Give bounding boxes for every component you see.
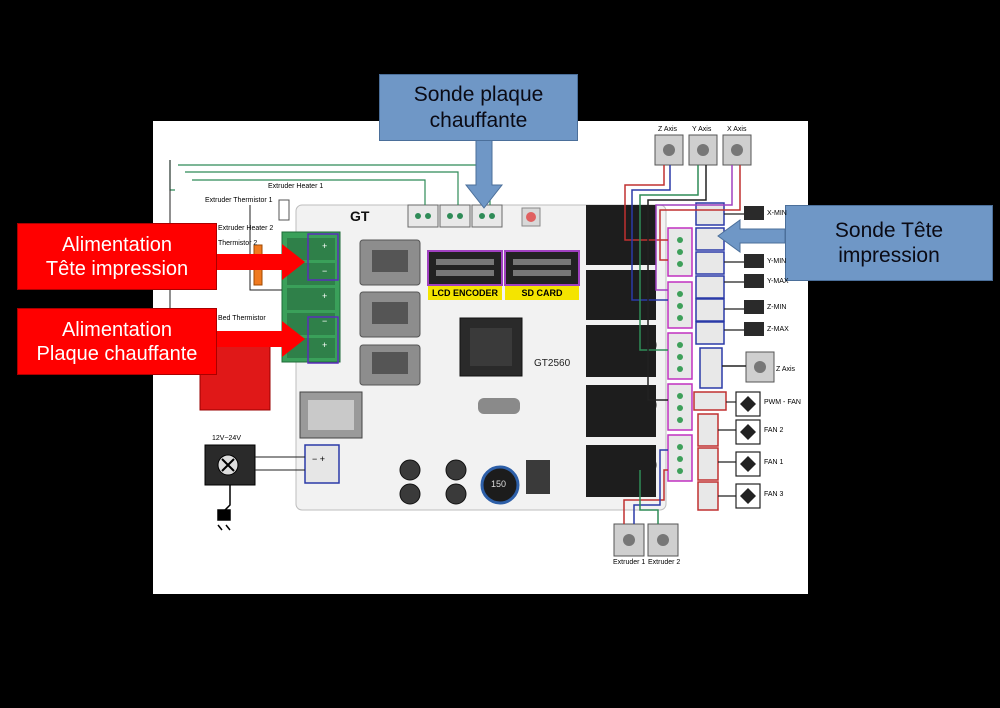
label-y-min: Y-MIN — [767, 258, 787, 265]
arrow-head-probe — [717, 219, 786, 253]
inductor — [480, 465, 520, 505]
callout-line: chauffante — [429, 108, 528, 132]
label-fan-2: FAN 2 — [764, 427, 784, 434]
label-extruder-2: Extruder 2 — [648, 559, 681, 566]
driver-socket — [586, 385, 656, 437]
thermistor-connector — [471, 204, 503, 228]
svg-text:+: + — [322, 291, 327, 301]
lcd-header — [427, 250, 503, 286]
label-extruder-heater-2: Extruder Heater 2 — [218, 225, 274, 232]
svg-text:+: + — [322, 340, 327, 350]
arrow-power-bed — [216, 321, 305, 357]
label-z-axis-top: Z Axis — [658, 126, 678, 133]
crystal — [478, 398, 520, 414]
label-power-supply: 12V~24V — [212, 435, 241, 442]
label-extruder-heater-1: Extruder Heater 1 — [268, 183, 324, 190]
label-extruder-thermistor-2: Thermistor 2 — [218, 240, 258, 247]
callout-line: impression — [838, 244, 940, 267]
lcd-encoder-label: LCD ENCODER — [428, 286, 502, 300]
label-pwm-fan: PWM - FAN — [764, 399, 801, 406]
dc-input-terminal — [304, 444, 340, 484]
thermistor-connector — [439, 204, 471, 228]
power-plug-icon — [217, 485, 231, 531]
svg-text:−: − — [322, 316, 327, 326]
thermistor-connector — [407, 204, 439, 228]
sd-header — [504, 250, 580, 286]
callout-line: Plaque chauffante — [36, 342, 198, 365]
label-x-axis: X Axis — [727, 126, 747, 133]
callout-line: Alimentation — [61, 318, 173, 341]
label-fan-1: FAN 1 — [764, 459, 784, 466]
driver-socket — [586, 445, 656, 497]
label-fan-3: FAN 3 — [764, 491, 784, 498]
svg-text:+: + — [322, 241, 327, 251]
label-x-min: X-MIN — [767, 210, 787, 217]
arrow-bed-probe — [464, 139, 504, 209]
regulator — [526, 460, 550, 494]
driver-socket — [586, 270, 656, 320]
callout-line: Alimentation — [61, 233, 173, 256]
label-z-max: Z-MAX — [767, 326, 789, 333]
svg-text:− +: − + — [312, 454, 325, 464]
svg-text:−: − — [322, 266, 327, 276]
driver-socket — [586, 325, 656, 377]
label-bed-thermistor: Bed Thermistor — [218, 315, 266, 322]
driver-socket — [586, 205, 656, 265]
label-extruder-thermistor-1: Extruder Thermistor 1 — [205, 197, 273, 204]
callout-line: Sonde plaque — [413, 83, 544, 107]
label-extruder-1: Extruder 1 — [613, 559, 646, 566]
label-z-axis-side: Z Axis — [776, 366, 796, 373]
inductor-label: 150 — [491, 479, 507, 489]
label-z-min: Z-MIN — [767, 304, 787, 311]
board-model-label: GT2560 — [534, 358, 571, 369]
extruder-heater-1 — [278, 199, 290, 221]
label-y-max: Y-MAX — [767, 278, 789, 285]
label-y-axis: Y Axis — [692, 126, 712, 133]
callout-line: Tête impression — [45, 257, 189, 280]
sd-card-label: SD CARD — [505, 286, 579, 300]
callout-line: Sonde Tête — [834, 218, 944, 242]
board-brand-logo: GT — [350, 208, 370, 224]
arrow-power-head — [216, 244, 305, 280]
